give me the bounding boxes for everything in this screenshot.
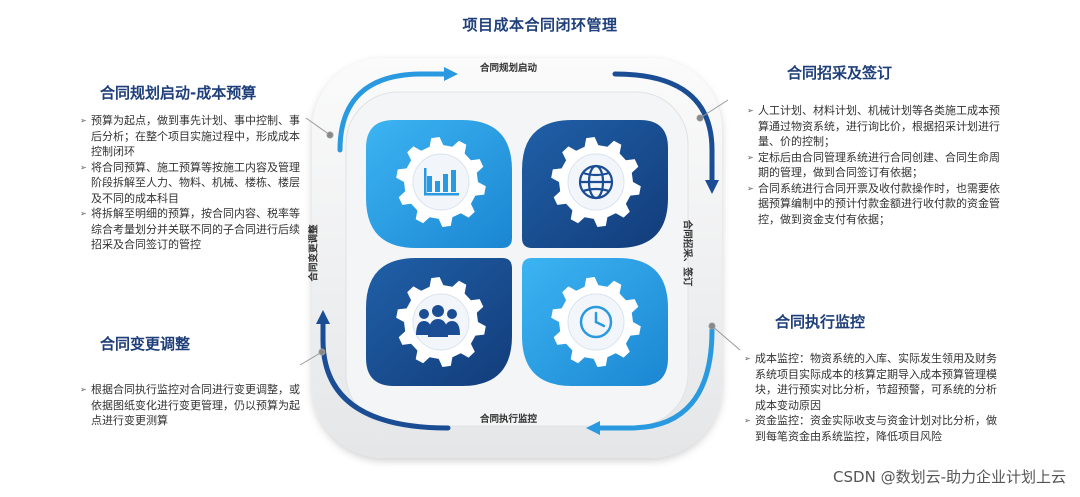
connector-lines [299, 99, 741, 366]
arrow-right-head [705, 180, 719, 194]
planning-bullets: 预算为起点，做到事先计划、事中控制、事后分析；在整个项目实施过程中，形成成本控制… [80, 113, 308, 253]
change-bullets: 根据合同执行监控对合同进行变更调整，或依据图纸变化进行变更管理，仍以预算为起点进… [80, 382, 300, 429]
arrow-right [612, 71, 715, 183]
arrow-bottom-head [586, 421, 600, 435]
arrow-bottom [595, 327, 715, 431]
procurement-heading: 合同招采及签订 [787, 64, 893, 82]
team-icon [416, 305, 460, 337]
gear-top-left-hub [412, 153, 470, 211]
procurement-bullet: 人工计划、材料计划、机械计划等各类施工成本预算通过物资系统，进行询比价，根据招采… [747, 103, 1003, 150]
stage-label-top: 合同规划启动 [480, 63, 538, 74]
monitoring-heading: 合同执行监控 [775, 313, 866, 331]
arrow-left-head [316, 310, 330, 324]
procurement-bullets: 人工计划、材料计划、机械计划等各类施工成本预算通过物资系统，进行询比价，根据招采… [747, 103, 1003, 227]
bar-chart-icon [424, 168, 459, 196]
arrow-top [337, 71, 449, 153]
procurement-bullet: 定标后由合同管理系统进行合同创建、合同生命周期的管理，做到合同签订有依据； [747, 150, 1003, 181]
watermark: CSDN @数划云-助力企业计划上云 [833, 468, 1066, 486]
diagram-title: 项目成本合同闭环管理 [462, 16, 618, 34]
planning-heading: 合同规划启动-成本预算 [100, 84, 257, 102]
monitoring-bullet: 成本监控：物资系统的入库、实际发生领用及财务系统项目实际成本的核算定期导入成本预… [744, 351, 1000, 413]
monitoring-bullet: 资金监控：资金实际收支与资金计划对比分析，做到每笔资金由系统监控，降低项目风险 [744, 413, 1000, 444]
procurement-bullet: 合同系统进行合同开票及收付款操作时，也需要依据预算编制中的预计付款金额进行收付款… [747, 181, 1003, 228]
planning-bullet: 将拆解至明细的预算，按合同内容、税率等综合考量划分并关联不同的子合同进行后续招采… [80, 206, 308, 253]
stage-label-bottom: 合同执行监控 [480, 414, 538, 425]
globe-icon [578, 164, 614, 200]
monitoring-bullets: 成本监控：物资系统的入库、实际发生领用及财务系统项目实际成本的核算定期导入成本预… [744, 351, 1000, 444]
planning-bullet: 预算为起点，做到事先计划、事中控制、事后分析；在整个项目实施过程中，形成成本控制… [80, 113, 308, 160]
arrow-top-head [444, 67, 458, 81]
planning-bullet: 将合同预算、施工预算等按施工内容及管理阶段拆解至人力、物料、机械、楼栋、楼层及不… [80, 160, 308, 207]
stage-label-right: 合同招采、签订 [681, 219, 693, 287]
clock-icon [579, 305, 613, 339]
change-bullet: 根据合同执行监控对合同进行变更调整，或依据图纸变化进行变更管理，仍以预算为起点进… [80, 382, 300, 429]
change-heading: 合同变更调整 [100, 335, 191, 353]
